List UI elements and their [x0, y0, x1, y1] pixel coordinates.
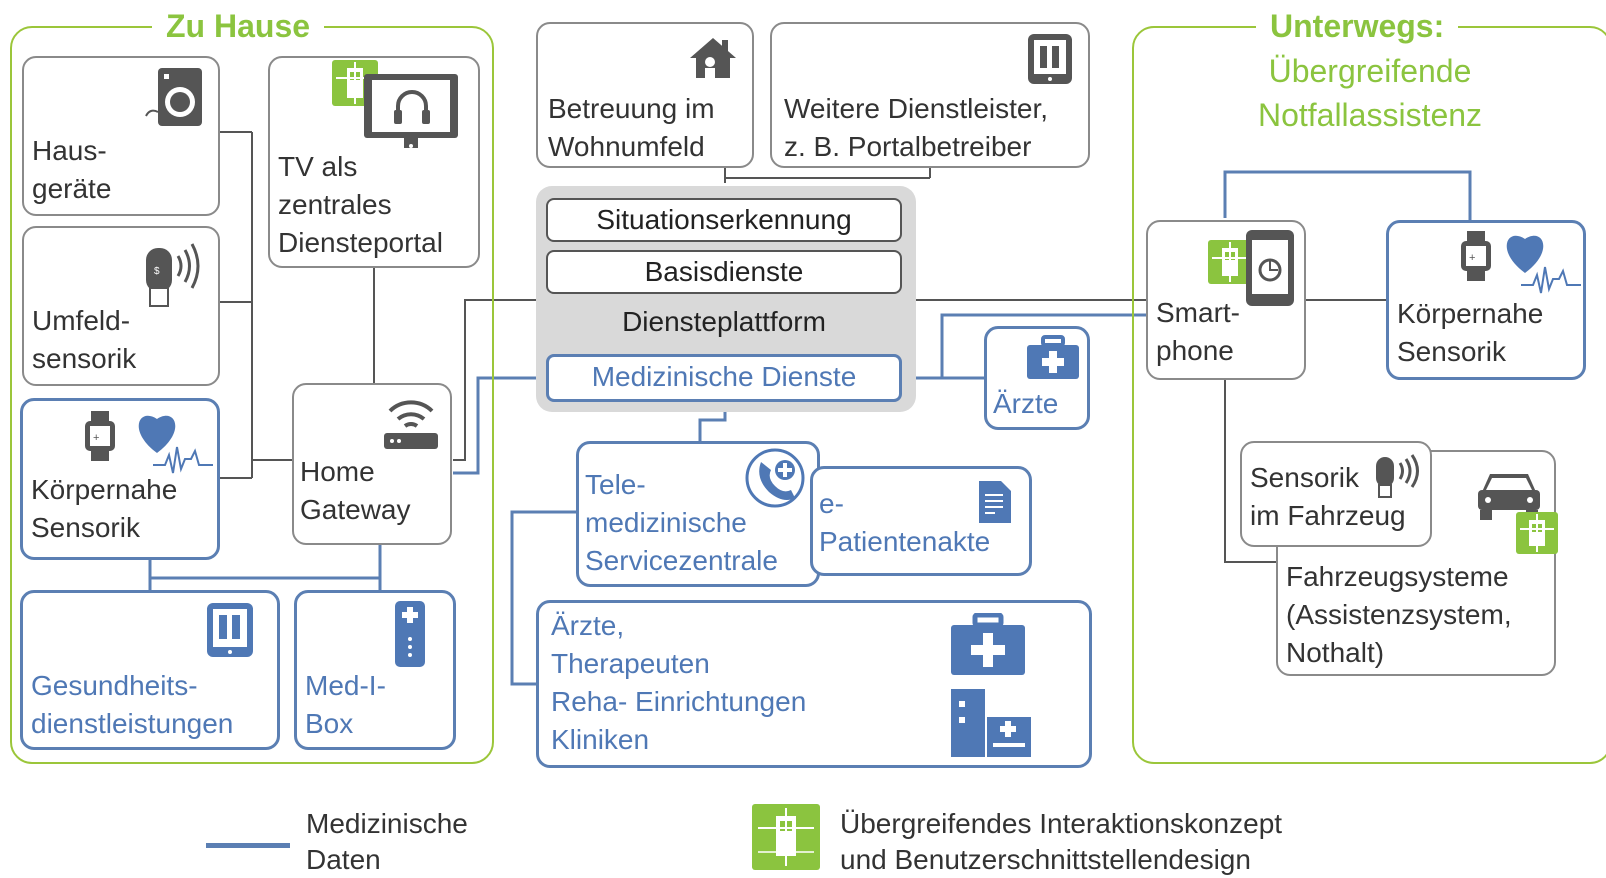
router-icon [384, 400, 438, 449]
tele-label-3: Servicezentrale [585, 545, 778, 576]
house-icon [690, 38, 736, 78]
umfeldsensorik-label-1: Umfeld- [32, 305, 131, 336]
gesundheitsdienstleistungen-box[interactable]: Gesundheits- dienstleistungen [20, 590, 280, 750]
tv-label-3: Diensteportal [278, 227, 443, 258]
tv-headphones-icon [364, 74, 458, 148]
fahrzeugsensorik-label-2: im Fahrzeug [1250, 500, 1406, 531]
fahrzeugsysteme-label-3: Nothalt) [1286, 637, 1385, 668]
smartphone-label-1: Smart- [1156, 297, 1240, 328]
tv-box[interactable]: TV als zentrales Diensteportal [268, 56, 480, 268]
tv-label-1: TV als [278, 151, 358, 182]
situationserkennung-pill[interactable]: Situationserkennung [546, 198, 902, 242]
fahrzeugsysteme-label-2: (Assistenzsystem, [1286, 599, 1512, 630]
mobile-group-subtitle-2: Notfallassistenz [1257, 97, 1483, 133]
medibox-label-1: Med-I- [305, 670, 386, 701]
kliniken-label-4: Kliniken [551, 724, 650, 755]
heart-pulse-icon [1506, 235, 1581, 294]
betreuung-box[interactable]: Betreuung im Wohnumfeld [536, 22, 754, 168]
medical-bag-icon [951, 613, 1025, 675]
legend-medical-label-1: Medizinische [306, 808, 468, 839]
home-koerper-label-2: Sensorik [31, 512, 140, 543]
washing-machine-icon [145, 68, 202, 126]
heart-pulse-icon [138, 415, 213, 474]
hausgeraete-label-2: geräte [32, 173, 112, 204]
legend-ux-label-1: Übergreifendes Interaktionskonzept [840, 808, 1283, 839]
phone-plus-icon [745, 448, 805, 508]
interaction-badge-icon [752, 804, 820, 870]
smartphone-box[interactable]: Smart- phone [1146, 220, 1306, 380]
tablet-icon [207, 603, 253, 657]
legend-ux-label-2: und Benutzerschnittstellendesign [840, 844, 1251, 875]
kliniken-label-1: Ärzte, [551, 610, 625, 641]
svg-text:$: $ [154, 266, 160, 277]
smartphone-icon [1246, 230, 1294, 306]
home-koerper-label-1: Körpernahe [31, 474, 178, 505]
svg-text:+: + [93, 432, 99, 444]
fahrzeugsensorik-label-1: Sensorik [1250, 462, 1359, 493]
medbox-icon [395, 601, 425, 667]
tablet-people-icon [1028, 34, 1072, 84]
diensteplattform-title: Diensteplattform [622, 306, 826, 337]
gateway-label-2: Gateway [300, 494, 411, 525]
fahrzeugsensorik-box[interactable]: Sensorik im Fahrzeug [1240, 441, 1432, 547]
home-group-title: Zu Hause [152, 6, 325, 46]
legend-medical-label-2: Daten [306, 844, 381, 875]
betreuung-label-2: Wohnumfeld [548, 131, 705, 162]
mobile-koerper-sensorik-box[interactable]: + Körpernahe Sensorik [1386, 220, 1586, 380]
home-koerper-sensorik-box[interactable]: + Körpernahe Sensorik [20, 398, 220, 560]
mobile-koerper-label-2: Sensorik [1397, 336, 1506, 367]
svg-text:+: + [1469, 252, 1475, 264]
weitere-label-2: z. B. Portalbetreiber [784, 131, 1032, 162]
hausgeraete-box[interactable]: Haus- geräte [22, 56, 220, 216]
interaction-badge-icon [1516, 512, 1558, 554]
sensor-icon [1376, 454, 1419, 498]
weitere-dienstleister-box[interactable]: Weitere Dienstleister, z. B. Portalbetre… [770, 22, 1090, 168]
kliniken-label-2: Therapeuten [551, 648, 710, 679]
epa-label-1: e- [819, 488, 844, 519]
interaction-badge-icon [1208, 240, 1252, 284]
betreuung-label-1: Betreuung im [548, 93, 715, 124]
medical-bag-icon [1027, 335, 1079, 379]
legend-medical-swatch [206, 843, 290, 848]
gesundheit-label-2: dienstleistungen [31, 708, 234, 739]
epa-label-2: Patientenakte [819, 526, 991, 557]
aerzte-label: Ärzte [993, 388, 1059, 419]
kliniken-label-3: Reha- Einrichtungen [551, 686, 807, 717]
umfeldsensorik-box[interactable]: $ Umfeld- sensorik [22, 226, 220, 386]
aerzte-box[interactable]: Ärzte [984, 326, 1090, 430]
kliniken-box[interactable]: Ärzte, Therapeuten Reha- Einrichtungen K… [536, 600, 1092, 768]
fahrzeugsysteme-label-1: Fahrzeugsysteme [1286, 561, 1509, 592]
umfeldsensorik-label-2: sensorik [32, 343, 137, 374]
tele-label-1: Tele- [585, 469, 646, 500]
sensor-icon: $ [146, 243, 200, 307]
medibox-box[interactable]: Med-I- Box [294, 590, 456, 750]
telemedizin-box[interactable]: Tele- medizinische Servicezentrale [576, 441, 820, 587]
home-gateway-box[interactable]: Home Gateway [292, 383, 452, 545]
tele-label-2: medizinische [585, 507, 747, 538]
gateway-label-1: Home [300, 456, 375, 487]
mobile-koerper-label-1: Körpernahe [1397, 298, 1544, 329]
weitere-label-1: Weitere Dienstleister, [784, 93, 1049, 124]
mobile-group-title: Unterwegs: [1256, 6, 1459, 46]
smartwatch-icon: + [1461, 231, 1491, 281]
epatientenakte-box[interactable]: e- Patientenakte [810, 466, 1032, 576]
hausgeraete-label-1: Haus- [32, 135, 107, 166]
tv-label-2: zentrales [278, 189, 392, 220]
medizinische-dienste-pill[interactable]: Medizinische Dienste [546, 354, 902, 402]
gesundheit-label-1: Gesundheits- [31, 670, 198, 701]
basisdienste-pill[interactable]: Basisdienste [546, 250, 902, 294]
hospital-icon [951, 689, 1031, 757]
document-icon [979, 481, 1011, 523]
smartwatch-icon: + [85, 411, 115, 461]
smartphone-label-2: phone [1156, 335, 1234, 366]
medibox-label-2: Box [305, 708, 354, 739]
mobile-group-subtitle-1: Übergreifende [1268, 53, 1472, 89]
